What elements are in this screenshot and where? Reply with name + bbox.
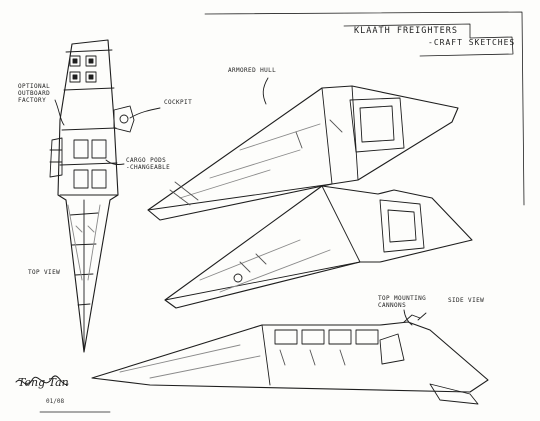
label-armored-hull: ARMORED HULL xyxy=(228,67,277,74)
side-view-ship xyxy=(91,312,489,405)
label-top-view: TOP VIEW xyxy=(28,269,61,276)
title-line-2: -CRAFT SKETCHES xyxy=(428,38,516,47)
top-view-ship xyxy=(49,39,135,353)
signature-date: 01/08 xyxy=(46,398,65,405)
angled-view-upper xyxy=(147,85,459,221)
label-top-mounting-cannons: TOP MOUNTING CANNONS xyxy=(378,295,427,309)
label-side-view: SIDE VIEW xyxy=(448,297,485,304)
label-cockpit: COCKPIT xyxy=(164,99,193,106)
signature-flourish xyxy=(15,375,69,386)
label-optional-outboard-factory: OPTIONAL OUTBOARD FACTORY xyxy=(18,83,51,104)
leader-cargo xyxy=(105,159,125,165)
label-cargo-pods: CARGO PODS -CHANGEABLE xyxy=(126,157,171,171)
title-line-1: KLAATH FREIGHTERS xyxy=(354,26,458,36)
signature-name: Teng Tan xyxy=(18,376,69,389)
frame-line-top-right xyxy=(204,11,525,206)
angled-view-middle xyxy=(164,185,473,309)
leader-armored-hull xyxy=(262,77,269,105)
leader-cockpit xyxy=(129,107,161,119)
title-box xyxy=(343,23,514,57)
title-block: KLAATH FREIGHTERS -CRAFT SKETCHES xyxy=(336,22,516,56)
leader-factory xyxy=(54,99,65,126)
